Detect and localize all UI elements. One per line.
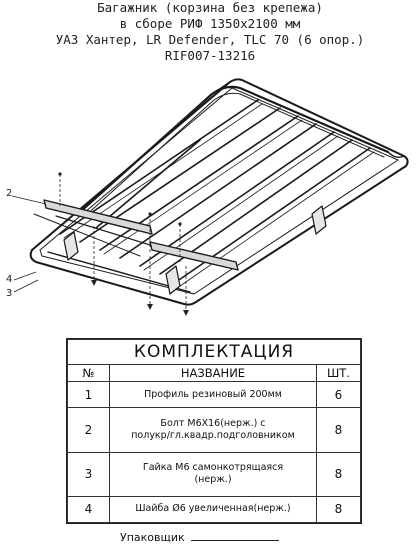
- kit-row-name-line: полукр/гл.квадр.подголовником: [131, 429, 295, 441]
- title-line-2: в сборе РИФ 1350х2100 мм: [119, 16, 301, 31]
- kit-row-name: Болт М6Х16(нерж.) с полукр/гл.квадр.подг…: [109, 407, 317, 453]
- callout-4-label: 4: [6, 274, 12, 285]
- kit-row-name-line: Шайба Ø6 увеличенная(нерж.): [135, 503, 291, 515]
- kit-row-name-line: Профиль резиновый 200мм: [144, 388, 282, 400]
- kit-heading-row: КОМПЛЕКТАЦИЯ: [67, 339, 361, 365]
- kit-row-num: 3: [67, 451, 110, 497]
- kit-row-num: 1: [67, 380, 110, 409]
- kit-row: 4 Шайба Ø6 увеличенная(нерж.) 8: [67, 495, 362, 524]
- kit-row-qty: 8: [315, 451, 362, 497]
- column-header-num: №: [67, 364, 110, 382]
- kit-row: 3 Гайка М6 самонкотрящаяся (нерж.) 8: [67, 451, 362, 497]
- kit-column-headers: № НАЗВАНИЕ ШТ.: [67, 364, 362, 382]
- kit-row-name: Профиль резиновый 200мм: [109, 380, 317, 409]
- column-header-qty: ШТ.: [315, 364, 362, 382]
- kit-row-num: 4: [67, 495, 110, 524]
- callout-4: 4: [6, 271, 37, 285]
- kit-row-num: 2: [67, 407, 110, 453]
- title-line-1: Багажник (корзина без крепежа): [97, 0, 323, 15]
- kit-row: 2 Болт М6Х16(нерж.) с полукр/гл.квадр.по…: [67, 407, 362, 453]
- callout-3-label: 3: [6, 288, 12, 299]
- kit-row-name: Гайка М6 самонкотрящаяся (нерж.): [109, 451, 317, 497]
- fastener-guides: [59, 174, 187, 310]
- kit-row-name-line: (нерж.): [194, 474, 232, 486]
- column-header-name: НАЗВАНИЕ: [109, 364, 317, 382]
- document-title: Багажник (корзина без крепежа) в сборе Р…: [0, 0, 420, 64]
- kit-row: 1 Профиль резиновый 200мм 6: [67, 380, 362, 409]
- packer-signature: Упаковщик: [120, 530, 279, 544]
- packer-label: Упаковщик: [120, 531, 185, 544]
- packer-signature-line[interactable]: [190, 530, 279, 541]
- kit-row-qty: 8: [315, 407, 362, 453]
- callout-2: 2: [6, 188, 47, 205]
- roof-rack-drawing: 2 4 3: [6, 78, 409, 316]
- kit-table: КОМПЛЕКТАЦИЯ № НАЗВАНИЕ ШТ. 1 Профиль ре…: [66, 338, 362, 524]
- title-line-4: RIF007-13216: [164, 48, 256, 63]
- rack-frame: [29, 78, 409, 306]
- kit-row-qty: 8: [315, 495, 362, 524]
- callout-2-label: 2: [6, 188, 12, 199]
- kit-heading: КОМПЛЕКТАЦИЯ: [67, 339, 361, 365]
- title-line-3: УАЗ Хантер, LR Defender, TLC 70 (6 опор.…: [55, 32, 365, 47]
- fasteners: [58, 172, 189, 316]
- callout-3: 3: [6, 279, 39, 299]
- kit-row-name-line: Болт М6Х16(нерж.) с: [160, 417, 266, 429]
- kit-row-name-line: Гайка М6 самонкотрящаяся: [142, 462, 284, 474]
- kit-row-qty: 6: [315, 380, 362, 409]
- kit-row-name: Шайба Ø6 увеличенная(нерж.): [109, 495, 317, 524]
